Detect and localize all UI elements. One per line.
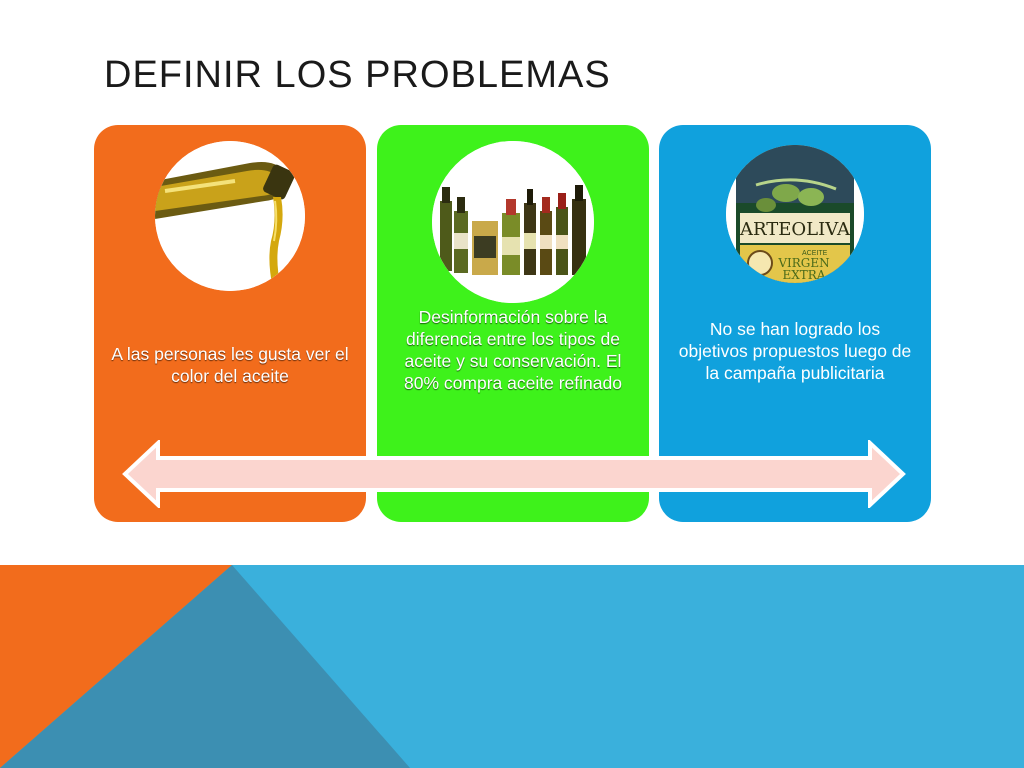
bottom-decoration	[0, 565, 1024, 768]
svg-text:ACEITE: ACEITE	[802, 250, 828, 257]
problem-card-2: Desinformación sobre la diferencia entre…	[377, 125, 649, 522]
svg-text:VIRGEN: VIRGEN	[777, 256, 829, 270]
svg-text:ARTEOLIVA: ARTEOLIVA	[739, 219, 851, 240]
svg-text:EXTRA: EXTRA	[782, 268, 825, 282]
arteoliva-package-image: ARTEOLIVA ACEITE VIRGEN EXTRA	[726, 145, 864, 283]
oil-bottles-image	[432, 141, 594, 303]
oil-bottles-icon	[432, 141, 594, 303]
problem-card-1: A las personas les gusta ver el color de…	[94, 125, 366, 522]
oil-pouring-icon	[155, 141, 305, 291]
slide-title: DEFINIR LOS PROBLEMAS	[104, 54, 611, 96]
problem-card-3-text: No se han logrado los objetivos propuest…	[678, 319, 912, 383]
olive-oil-package-icon: ARTEOLIVA ACEITE VIRGEN EXTRA	[726, 145, 864, 283]
double-arrow-shape	[122, 440, 906, 508]
oil-pouring-image	[155, 141, 305, 291]
problem-card-1-text: A las personas les gusta ver el color de…	[111, 344, 349, 386]
problem-card-2-text: Desinformación sobre la diferencia entre…	[404, 307, 622, 393]
